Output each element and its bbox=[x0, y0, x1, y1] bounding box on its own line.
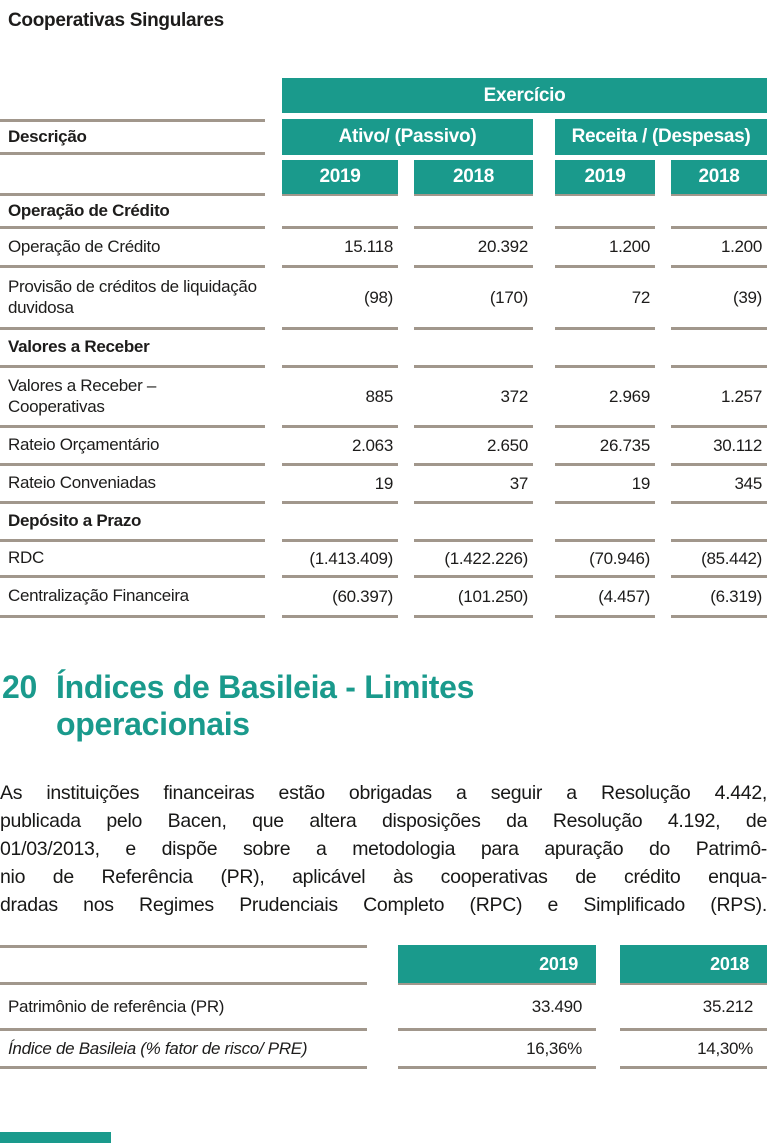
year-header-cell: 2019 bbox=[282, 160, 398, 196]
paragraph-line: nio de Referência (PR), aplicável às coo… bbox=[0, 866, 767, 888]
cell-value: 20.392 bbox=[414, 229, 533, 268]
cell-value: 15.118 bbox=[282, 229, 398, 268]
paragraph-line: As instituições financeiras estão obriga… bbox=[0, 782, 767, 804]
empty-cell bbox=[671, 504, 767, 542]
cell-value: (85.442) bbox=[671, 542, 767, 578]
empty-cell bbox=[414, 330, 533, 368]
cell-value: (1.422.226) bbox=[414, 542, 533, 578]
table-row: Valores a Receber – Cooperativas 885 372… bbox=[0, 368, 767, 428]
cell-value: 1.257 bbox=[671, 368, 767, 428]
cell-value: 1.200 bbox=[555, 229, 655, 268]
cell-value: (4.457) bbox=[555, 578, 655, 618]
exercicio-header-cell: Exercício bbox=[282, 78, 767, 113]
empty-header-cell bbox=[0, 160, 265, 196]
empty-cell bbox=[555, 504, 655, 542]
year-header-cell: 2019 bbox=[555, 160, 655, 196]
cell-value: 37 bbox=[414, 466, 533, 504]
section-title: Índices de Basileia - Limites operaciona… bbox=[56, 669, 474, 743]
cell-value: (60.397) bbox=[282, 578, 398, 618]
section-label: Operação de Crédito bbox=[0, 196, 265, 229]
table-section-row: Depósito a Prazo bbox=[0, 504, 767, 542]
section-heading: 20 Índices de Basileia - Limites operaci… bbox=[2, 669, 767, 743]
empty-cell bbox=[282, 330, 398, 368]
year-header-cell: 2018 bbox=[671, 160, 767, 196]
empty-cell bbox=[671, 330, 767, 368]
table-row: Rateio Conveniadas 19 37 19 345 bbox=[0, 466, 767, 504]
basileia-header-row: 2019 2018 bbox=[0, 945, 767, 985]
row-label: Rateio Orçamentário bbox=[0, 428, 265, 466]
year-header-cell: 2018 bbox=[414, 160, 533, 196]
cell-value: 885 bbox=[282, 368, 398, 428]
paragraph-line: publicada pelo Bacen, que altera disposi… bbox=[0, 810, 767, 832]
table-row: Operação de Crédito 15.118 20.392 1.200 … bbox=[0, 229, 767, 268]
row-label: Rateio Conveniadas bbox=[0, 466, 265, 504]
cell-value: 1.200 bbox=[671, 229, 767, 268]
basileia-table: 2019 2018 Patrimônio de referência (PR) … bbox=[0, 945, 767, 1069]
cell-value: 19 bbox=[282, 466, 398, 504]
cell-value: 345 bbox=[671, 466, 767, 504]
row-label: Provisão de créditos de liquidação duvid… bbox=[0, 268, 265, 330]
table-section-row: Valores a Receber bbox=[0, 330, 767, 368]
receita-despesas-header-cell: Receita / (Despesas) bbox=[555, 119, 767, 155]
table-header-exercicio-row: Exercício bbox=[0, 78, 767, 113]
row-label: RDC bbox=[0, 542, 265, 578]
table-header-groups-row: Descrição Ativo/ (Passivo) Receita / (De… bbox=[0, 119, 767, 155]
table-section-row: Operação de Crédito bbox=[0, 196, 767, 229]
table-row: Patrimônio de referência (PR) 33.490 35.… bbox=[0, 985, 767, 1031]
cell-value: 72 bbox=[555, 268, 655, 330]
table-row: Centralização Financeira (60.397) (101.2… bbox=[0, 578, 767, 618]
cell-value: 2.063 bbox=[282, 428, 398, 466]
cell-value: 372 bbox=[414, 368, 533, 428]
cell-value: 19 bbox=[555, 466, 655, 504]
paragraph-line: 01/03/2013, e dispõe sobre a metodologia… bbox=[0, 838, 767, 860]
section-label: Depósito a Prazo bbox=[0, 504, 265, 542]
cell-value: 30.112 bbox=[671, 428, 767, 466]
empty-cell bbox=[671, 196, 767, 229]
descricao-header-cell: Descrição bbox=[0, 119, 265, 155]
page-title: Cooperativas Singulares bbox=[8, 10, 224, 31]
section-number: 20 bbox=[2, 669, 37, 705]
empty-cell bbox=[414, 196, 533, 229]
year-header-cell: 2019 bbox=[398, 945, 596, 985]
table-row: RDC (1.413.409) (1.422.226) (70.946) (85… bbox=[0, 542, 767, 578]
cell-value: 26.735 bbox=[555, 428, 655, 466]
cell-value: 16,36% bbox=[398, 1031, 596, 1069]
table-row: Provisão de créditos de liquidação duvid… bbox=[0, 268, 767, 330]
cell-value: (170) bbox=[414, 268, 533, 330]
cooperativas-table: Exercício Descrição Ativo/ (Passivo) Rec… bbox=[0, 78, 767, 618]
cell-value: (1.413.409) bbox=[282, 542, 398, 578]
cell-value: 14,30% bbox=[620, 1031, 767, 1069]
section-label: Valores a Receber bbox=[0, 330, 265, 368]
year-header-cell: 2018 bbox=[620, 945, 767, 985]
paragraph-line: dradas nos Regimes Prudenciais Completo … bbox=[0, 894, 767, 916]
cell-value: (98) bbox=[282, 268, 398, 330]
row-label: Patrimônio de referência (PR) bbox=[0, 985, 367, 1031]
cell-value: (101.250) bbox=[414, 578, 533, 618]
row-label: Valores a Receber – Cooperativas bbox=[8, 376, 157, 416]
cell-value: 35.212 bbox=[620, 985, 767, 1031]
body-paragraph: As instituições financeiras estão obriga… bbox=[0, 779, 767, 919]
empty-cell bbox=[555, 330, 655, 368]
empty-cell bbox=[282, 504, 398, 542]
section-title-line1: Índices de Basileia - Limites bbox=[56, 669, 475, 705]
cell-value: (39) bbox=[671, 268, 767, 330]
table-header-years-row: 2019 2018 2019 2018 bbox=[0, 160, 767, 196]
cell-value: 33.490 bbox=[398, 985, 596, 1031]
row-label: Operação de Crédito bbox=[0, 229, 265, 268]
empty-cell bbox=[282, 196, 398, 229]
table-row: Rateio Orçamentário 2.063 2.650 26.735 3… bbox=[0, 428, 767, 466]
row-label: Centralização Financeira bbox=[0, 578, 265, 618]
section-title-line2: operacionais bbox=[56, 706, 250, 742]
empty-cell bbox=[555, 196, 655, 229]
footer-accent-bar bbox=[0, 1132, 111, 1143]
cell-value: 2.650 bbox=[414, 428, 533, 466]
ativo-passivo-header-cell: Ativo/ (Passivo) bbox=[282, 119, 533, 155]
cell-value: (6.319) bbox=[671, 578, 767, 618]
cell-value: 2.969 bbox=[555, 368, 655, 428]
row-label: Índice de Basileia (% fator de risco/ PR… bbox=[0, 1031, 367, 1069]
empty-cell bbox=[414, 504, 533, 542]
cell-value: (70.946) bbox=[555, 542, 655, 578]
empty-header-cell bbox=[0, 945, 367, 985]
table-row: Índice de Basileia (% fator de risco/ PR… bbox=[0, 1031, 767, 1069]
